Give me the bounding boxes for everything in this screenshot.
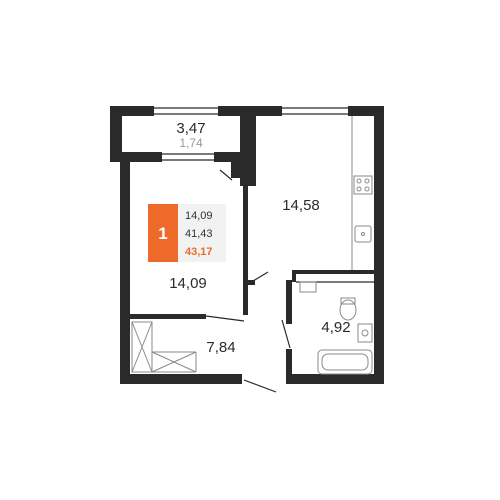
bathroom-area-label: 4,92 <box>321 319 350 336</box>
info-card: 1 14,09 41,43 43,17 <box>148 204 226 262</box>
kitchen-living-area-label: 14,58 <box>282 197 320 214</box>
wardrobe <box>131 321 197 373</box>
walls <box>110 106 384 384</box>
living-area-value: 14,09 <box>185 210 213 222</box>
room-count-badge <box>148 204 178 262</box>
kitchen-fixtures <box>351 116 373 270</box>
total-area-value: 41,43 <box>185 228 213 240</box>
bathroom-fixtures <box>299 281 373 375</box>
balcony-area-label: 3,47 <box>176 120 205 137</box>
room-count: 1 <box>158 224 167 243</box>
area-with-balcony-value: 43,17 <box>185 246 213 258</box>
balcony-reduced-area-label: 1,74 <box>179 136 203 150</box>
bedroom-area-label: 14,09 <box>169 275 207 292</box>
hallway-area-label: 7,84 <box>206 339 235 356</box>
